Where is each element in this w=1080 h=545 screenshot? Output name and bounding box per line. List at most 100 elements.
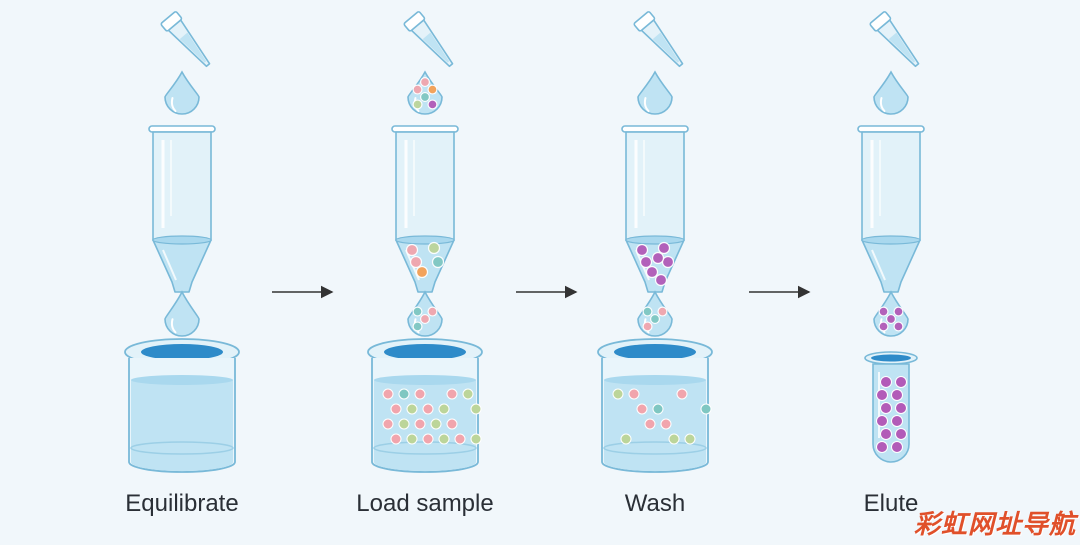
dropper-drop — [637, 70, 673, 115]
tube-bead — [895, 402, 907, 414]
watermark: 彩虹网址导航 — [913, 510, 1076, 540]
step-label-elute: Elute — [863, 490, 919, 517]
tube-bead — [891, 415, 903, 427]
beaker-bead — [406, 403, 418, 415]
beaker-bead — [382, 418, 394, 430]
step-label-wash: Wash — [624, 490, 686, 517]
pipette-tip — [160, 11, 211, 68]
column-funnel — [861, 239, 921, 293]
beaker-mouth — [614, 344, 696, 360]
beaker-bead — [414, 388, 426, 400]
beaker-bead — [684, 433, 696, 445]
funnel-bead — [651, 251, 665, 265]
column-liquid-surface — [861, 235, 921, 245]
beaker-liquid-surface — [604, 375, 706, 385]
pipette-liquid — [422, 32, 450, 63]
funnel-highlight — [871, 249, 886, 281]
beaker-bead — [636, 403, 648, 415]
pipette-collar — [403, 11, 426, 32]
falling-drop-bead — [412, 321, 423, 332]
dropper-drop-bead — [427, 84, 438, 95]
beaker-bead — [446, 388, 458, 400]
beaker-bead — [438, 403, 450, 415]
beaker-bead — [676, 388, 688, 400]
falling-drop-bead — [642, 321, 653, 332]
funnel-bead — [661, 255, 675, 269]
beaker-bead — [620, 433, 632, 445]
funnel-highlight — [162, 249, 177, 281]
tube-bead — [880, 428, 892, 440]
beaker-bead — [422, 403, 434, 415]
beaker-mouth — [384, 344, 466, 360]
column-rim — [391, 125, 459, 133]
step-2 — [367, 11, 483, 473]
beaker-bead — [430, 418, 442, 430]
falling-drop-bead — [878, 321, 889, 332]
tube-bead — [880, 376, 892, 388]
falling-drop-bead — [893, 321, 904, 332]
beaker-bead — [470, 433, 482, 445]
pipette-liquid — [888, 32, 916, 63]
beaker-bead — [382, 388, 394, 400]
falling-drop-bead — [412, 306, 423, 317]
tube-mouth — [871, 354, 911, 362]
falling-drop-bead — [649, 313, 661, 325]
pipette-liquid — [179, 32, 207, 63]
falling-drop-bead — [642, 306, 653, 317]
beaker-bead — [668, 433, 680, 445]
pipette-collar — [633, 11, 656, 32]
beaker-bead — [470, 403, 482, 415]
pipette-tip — [869, 11, 920, 68]
funnel-bead — [654, 273, 668, 287]
dropper-drop — [164, 70, 200, 115]
funnel-bead — [635, 243, 649, 257]
dropper-drop-bead — [419, 91, 431, 103]
dropper-drop-highlight — [170, 97, 177, 113]
beaker-bead — [652, 403, 664, 415]
funnel-bead — [405, 243, 419, 257]
beaker-bead — [390, 433, 402, 445]
pipette-liquid — [652, 32, 680, 63]
beaker-mouth — [141, 344, 223, 360]
column-rim — [621, 125, 689, 133]
beaker-liquid-surface — [131, 375, 233, 385]
beaker-bead — [700, 403, 712, 415]
falling-drop — [164, 290, 200, 337]
beaker-bead — [406, 433, 418, 445]
tube-bead — [876, 389, 888, 401]
tube-bead — [891, 441, 903, 453]
column-funnel — [152, 239, 212, 293]
funnel-bead — [645, 265, 659, 279]
funnel-bead — [415, 265, 429, 279]
funnel-bead — [657, 241, 671, 255]
dropper-drop-highlight — [879, 97, 886, 113]
beaker-bead — [398, 388, 410, 400]
tube-bead — [895, 428, 907, 440]
falling-drop-bead — [427, 306, 438, 317]
pipette-tip — [403, 11, 454, 68]
dropper-drop — [873, 70, 909, 115]
tube-bead — [876, 415, 888, 427]
dropper-drop-bead — [419, 77, 431, 88]
falling-drop-bead — [885, 313, 897, 325]
column-funnel — [625, 239, 685, 293]
beaker-liquid-line — [603, 441, 707, 455]
falling-drop-bead — [878, 306, 889, 317]
funnel-bead — [431, 255, 445, 269]
column-rim — [148, 125, 216, 133]
falling-drop-bead — [657, 306, 668, 317]
tube-bead — [880, 402, 892, 414]
beaker-liquid — [131, 380, 233, 471]
beaker-liquid-line — [130, 441, 234, 455]
funnel-bead — [409, 255, 423, 269]
tube-bead — [895, 376, 907, 388]
step-label-load-sample: Load sample — [356, 490, 494, 517]
beaker-liquid-surface — [374, 375, 476, 385]
beaker-bead — [398, 418, 410, 430]
pipette-collar — [160, 11, 183, 32]
column-liquid-surface — [395, 235, 455, 245]
column-funnel — [395, 239, 455, 293]
funnel-bead — [427, 241, 441, 255]
beaker-bead — [390, 403, 402, 415]
